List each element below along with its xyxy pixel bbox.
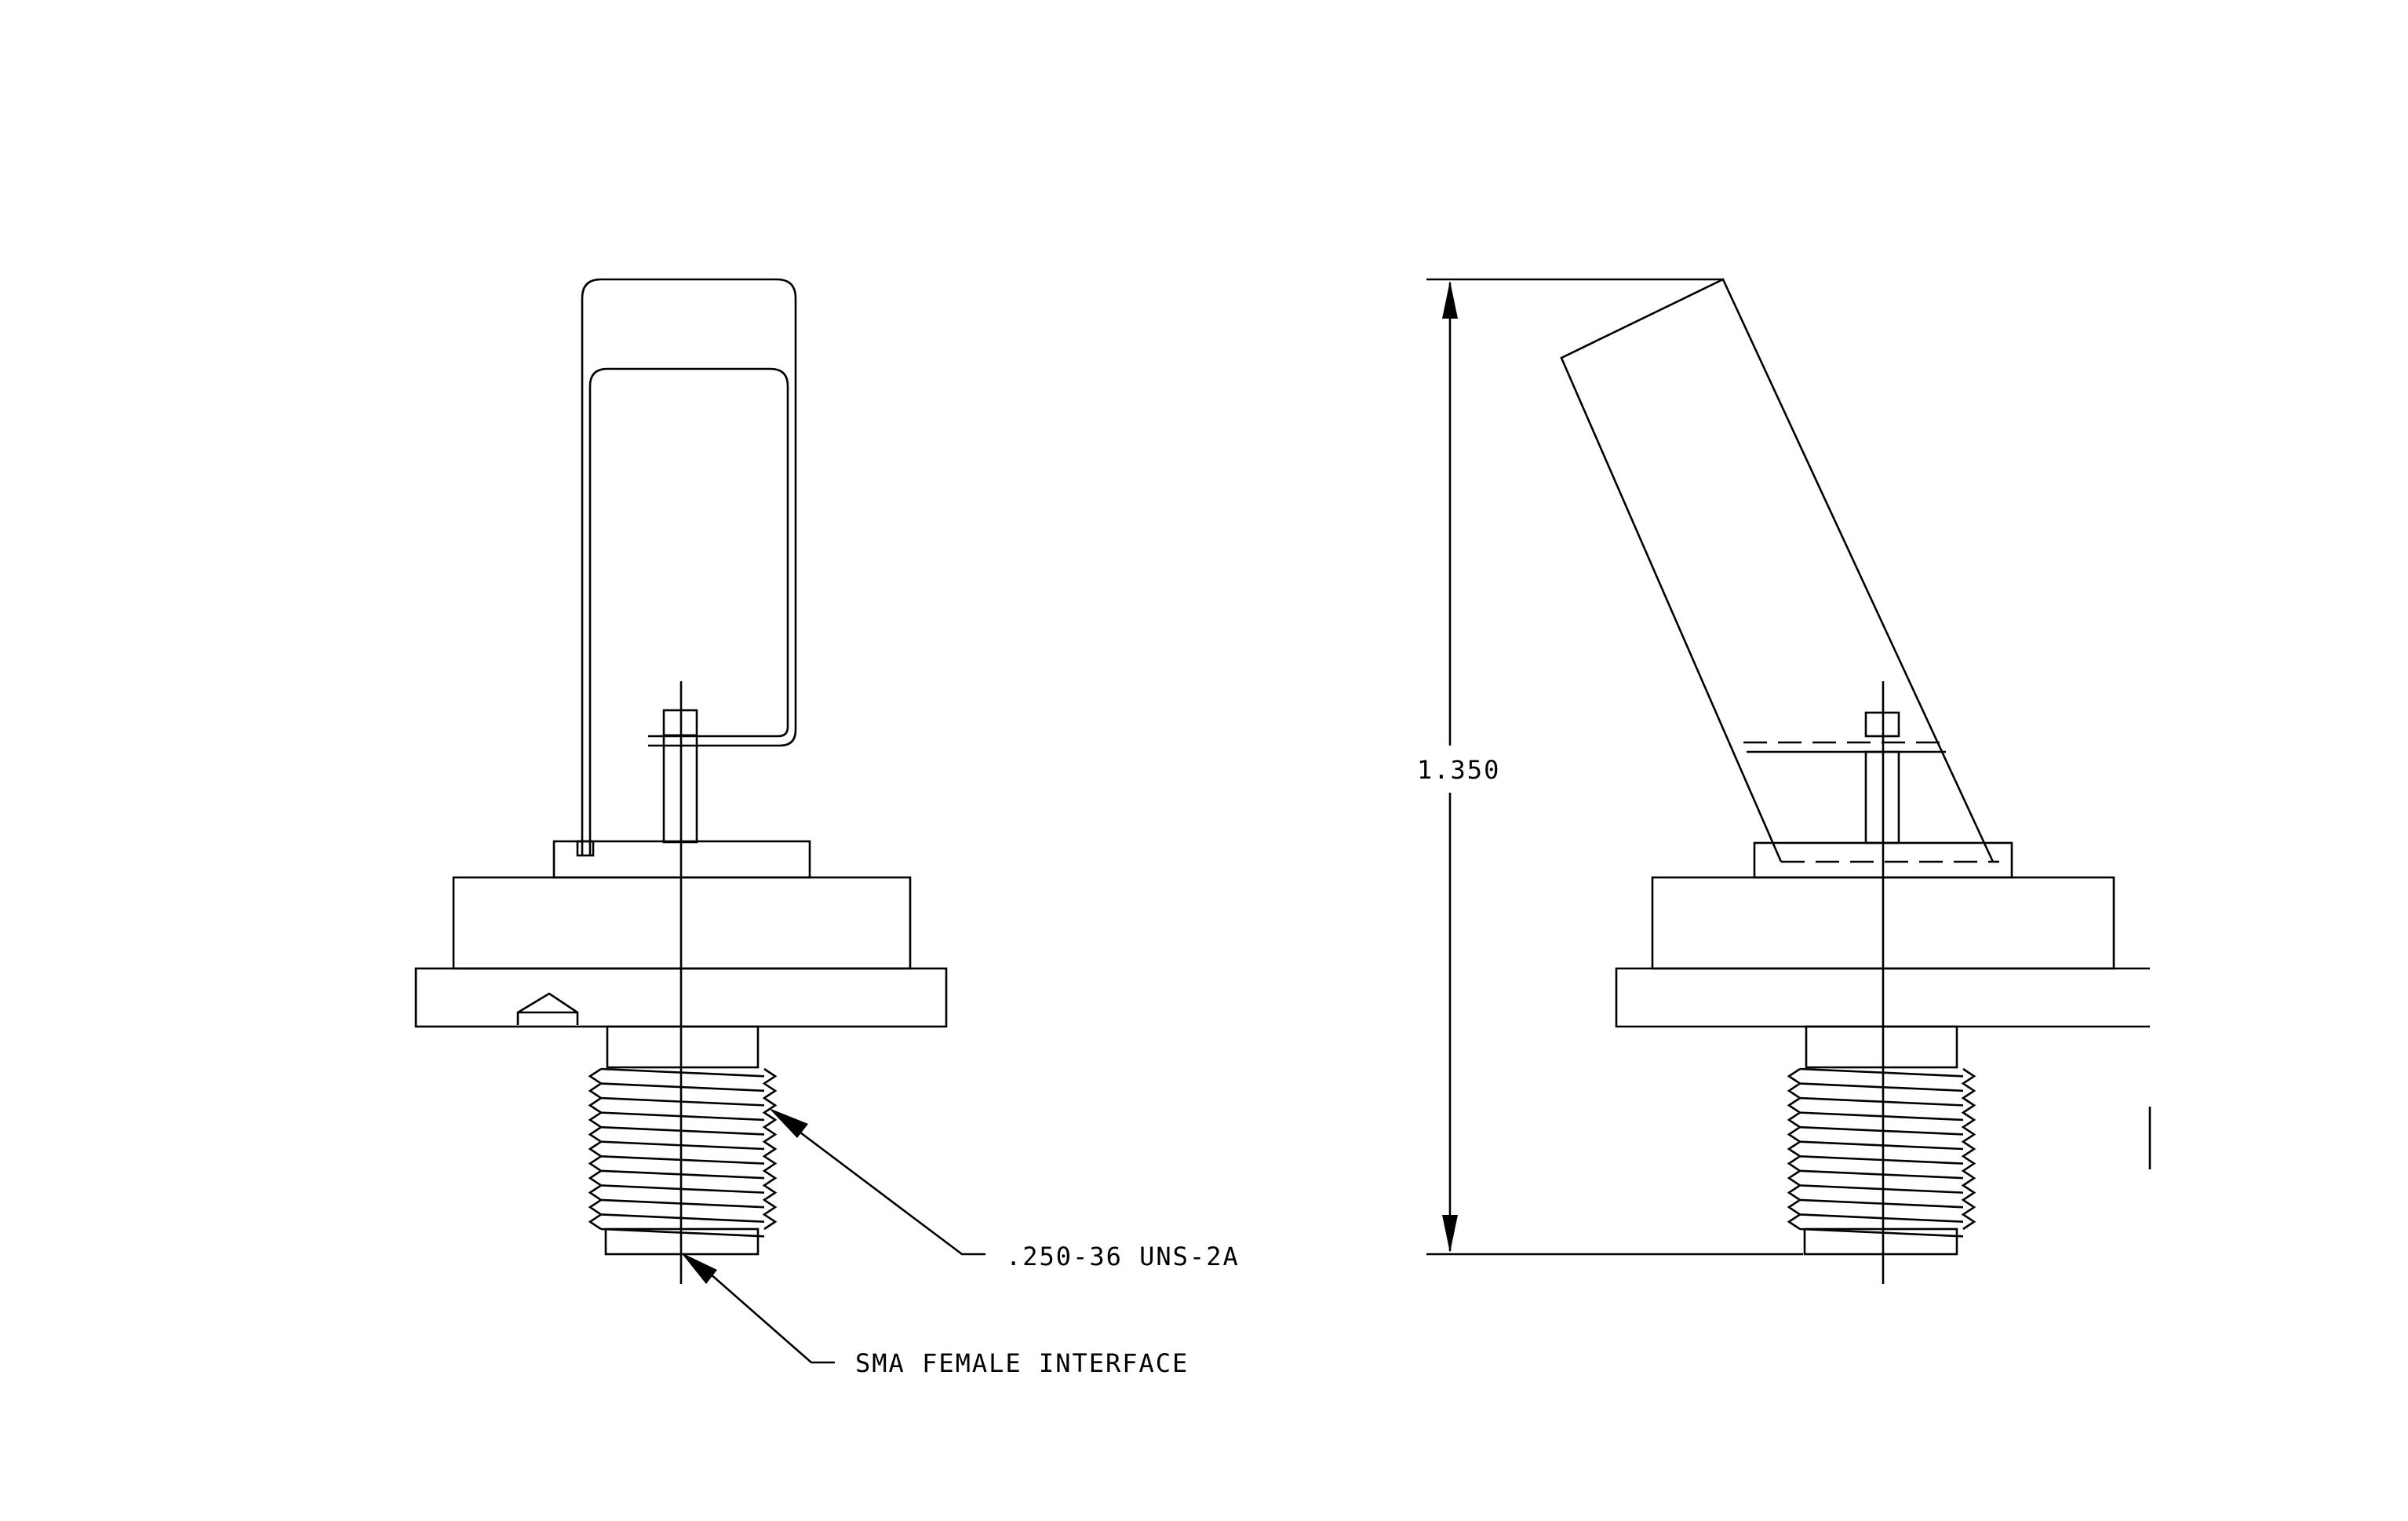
front-neck <box>606 1025 760 1069</box>
front-orientation-marker <box>516 992 579 1025</box>
interface-label: SMA FEMALE INTERFACE <box>855 1348 1189 1378</box>
side-bracket <box>1560 278 1995 863</box>
front-thread <box>588 1067 778 1238</box>
front-view: .250-36 UNS-2A SMA FEMALE INTERFACE <box>414 278 1240 1378</box>
side-bottom-sleeve <box>1803 1227 1958 1256</box>
thread-leader <box>784 1119 985 1256</box>
thread-spec-label: .250-36 UNS-2A <box>1006 1242 1240 1271</box>
front-bracket-outer <box>581 278 797 855</box>
thread-leader-arrow <box>769 1108 808 1138</box>
dim-arrow-top <box>1442 281 1458 319</box>
interface-leader-arrow <box>681 1253 717 1284</box>
side-neck <box>1805 1025 1958 1069</box>
interface-leader <box>696 1261 835 1364</box>
side-thread <box>1787 1067 1976 1238</box>
front-bracket-inner <box>588 367 789 855</box>
side-view: 1.350 <box>1417 278 2151 1284</box>
height-dimension-label: 1.350 <box>1417 755 1500 785</box>
dim-arrow-bottom <box>1442 1215 1458 1253</box>
